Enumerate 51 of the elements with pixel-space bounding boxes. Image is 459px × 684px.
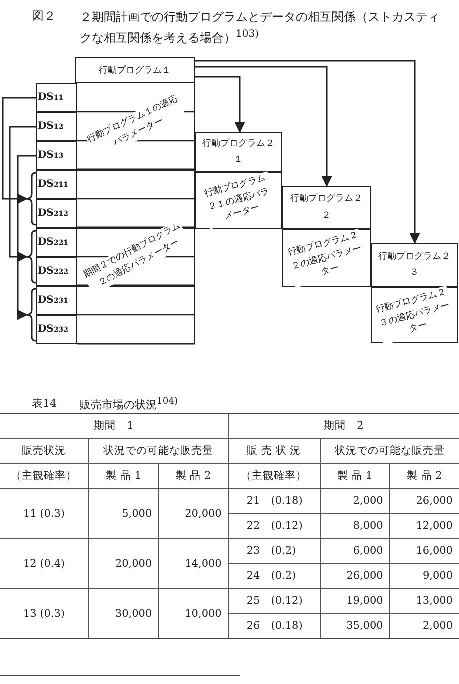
brace	[26, 314, 36, 342]
arrow	[195, 66, 332, 188]
arrow	[2, 97, 36, 204]
table-value: 2,000	[320, 488, 390, 514]
table-value: 20,000	[158, 488, 228, 538]
table-value: 13 (0.3)	[0, 588, 89, 638]
arrow	[195, 60, 420, 244]
table-value: 30,000	[88, 588, 159, 638]
brace	[26, 288, 36, 316]
column-header: 状況での可能な販売量	[88, 438, 228, 464]
column-header: 製 品 1	[320, 464, 390, 488]
table-value: 20,000	[88, 538, 159, 588]
program-box: 行動プログラム２３	[371, 243, 458, 287]
table-value: 8,000	[320, 514, 390, 538]
table-value: 11 (0.3)	[0, 488, 89, 538]
column-header: 期間 1	[0, 414, 228, 438]
column-header: 製 品 1	[88, 464, 159, 488]
table-title: 販売市場の状況$^{104)}$	[80, 396, 178, 413]
figure-number: 図２	[32, 8, 56, 25]
table-value: 26 (0.18)	[228, 614, 320, 638]
brace	[26, 198, 36, 226]
brace	[26, 230, 36, 258]
program-box: 行動プログラム２１	[195, 132, 282, 172]
program-box: 行動プログラム２２	[282, 186, 371, 229]
column-header: （主観確率）	[228, 464, 320, 488]
table-value: 5,000	[88, 488, 159, 538]
table-value: 12 (0.4)	[0, 538, 89, 588]
column-header: 期間 2	[228, 414, 459, 438]
column-header: 販売状況	[0, 438, 89, 464]
column-header: 製 品 2	[158, 464, 228, 488]
program-box: 行動プログラム１	[75, 57, 195, 83]
table-value: 19,000	[320, 588, 390, 614]
column-header: （主観確率）	[0, 464, 89, 488]
brace	[26, 256, 36, 284]
arrow	[195, 76, 246, 134]
table-value: 24 (0.2)	[228, 564, 320, 588]
table-value: 35,000	[320, 614, 390, 638]
arrow	[17, 155, 36, 320]
table-value: 14,000	[158, 538, 228, 588]
brace	[26, 172, 36, 200]
table-value: 25 (0.12)	[228, 588, 320, 614]
figure-title: ２期間計画での行動プログラムとデータの相互関係（ストカスティクな相互関係を考える場合）$^{103)}$	[80, 9, 441, 48]
table-value: 22 (0.12)	[228, 514, 320, 538]
table-number: 表14	[32, 396, 57, 411]
table-value: 6,000	[320, 538, 390, 564]
table-value: 10,000	[158, 588, 228, 638]
arrow	[9, 126, 36, 262]
column-header: 販 売 状 況	[228, 438, 320, 464]
table-value: 21 (0.18)	[228, 488, 320, 514]
table-value: 23 (0.2)	[228, 538, 320, 564]
table-value: 26,000	[320, 564, 390, 588]
